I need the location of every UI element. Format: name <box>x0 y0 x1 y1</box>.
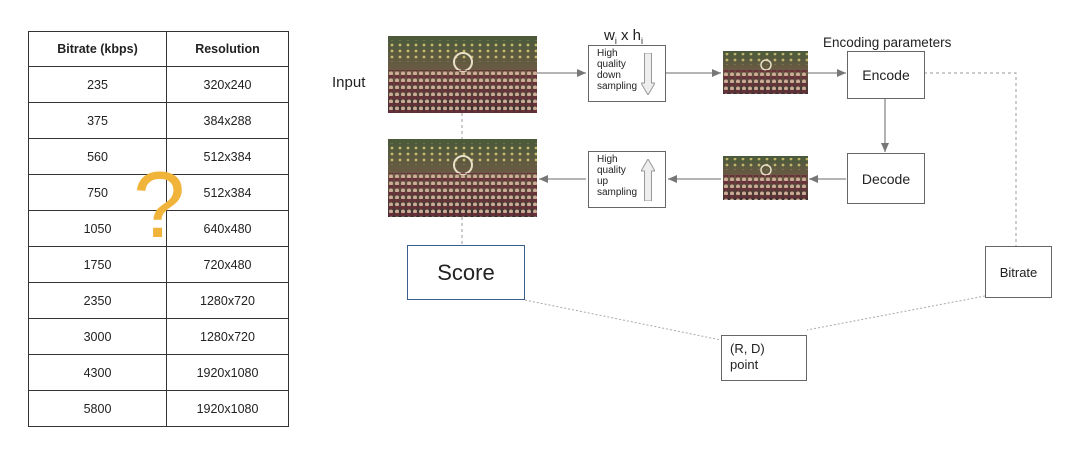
rd-point-line-2: point <box>730 357 759 372</box>
dotted-bitrate-rd-link <box>806 295 986 331</box>
upsampler-line-1: High <box>597 154 618 165</box>
upsampler-line-3: up <box>597 176 609 187</box>
resolution-cell: 512x384 <box>166 138 289 175</box>
downsampled-image-thumbnail <box>723 51 808 94</box>
input-label: Input <box>332 74 366 91</box>
rd-point-box: (R, D) point <box>721 335 807 381</box>
bitrate-cell: 2350 <box>28 282 167 319</box>
bitrate-cell: 560 <box>28 138 167 175</box>
table-row: 2350 1280x720 <box>28 282 289 319</box>
bitrate-box: Bitrate <box>985 246 1052 298</box>
table-row: 3000 1280x720 <box>28 318 289 355</box>
dims-w: w <box>604 27 615 44</box>
table-row: 560 512x384 <box>28 138 289 175</box>
score-box: Score <box>407 245 525 300</box>
upsampler-line-4: sampling <box>597 187 638 198</box>
bitrate-cell: 5800 <box>28 390 167 427</box>
downsampler-line-3: down <box>597 70 621 81</box>
column-header-bitrate: Bitrate (kbps) <box>28 31 167 67</box>
table-row: 4300 1920x1080 <box>28 354 289 391</box>
dims-sub-i2: i <box>641 36 644 46</box>
dims-sub-i1: i <box>614 36 617 46</box>
decoded-image-thumbnail <box>723 156 808 200</box>
down-arrow-icon <box>641 53 655 95</box>
bitrate-cell: 1050 <box>28 210 167 247</box>
table-row: 1750 720x480 <box>28 246 289 283</box>
resolution-cell: 512x384 <box>166 174 289 211</box>
bitrate-cell: 1750 <box>28 246 167 283</box>
resolution-cell: 1920x1080 <box>166 390 289 427</box>
resolution-cell: 720x480 <box>166 246 289 283</box>
downsampler-line-1: High <box>597 48 618 59</box>
upsampling-box: High quality up sampling <box>588 151 666 208</box>
question-mark-overlay: ? <box>133 152 186 257</box>
table-row: 375 384x288 <box>28 102 289 139</box>
encoding-parameters-label: Encoding parameters <box>823 35 952 50</box>
resolution-cell: 384x288 <box>166 102 289 139</box>
dashed-encode-bitrate-link <box>924 72 1017 246</box>
dotted-score-rd-link <box>524 299 722 341</box>
table-row: 750 512x384 <box>28 174 289 211</box>
table-row: 235 320x240 <box>28 66 289 103</box>
dimensions-label: wi x hi <box>604 27 643 46</box>
resolution-cell: 1280x720 <box>166 282 289 319</box>
downsampler-line-4: sampling <box>597 81 638 92</box>
table-row: 1050 640x480 <box>28 210 289 247</box>
bitrate-cell: 3000 <box>28 318 167 355</box>
table-row: 5800 1920x1080 <box>28 390 289 427</box>
dims-xh: x h <box>616 27 642 44</box>
resolution-cell: 1920x1080 <box>166 354 289 391</box>
column-header-resolution: Resolution <box>166 31 289 67</box>
bitrate-cell: 750 <box>28 174 167 211</box>
output-image-thumbnail <box>388 139 537 217</box>
upsampler-line-2: quality <box>597 165 626 176</box>
resolution-cell: 320x240 <box>166 66 289 103</box>
decode-box: Decode <box>847 153 925 204</box>
resolution-cell: 640x480 <box>166 210 289 247</box>
downsampling-box: High quality down sampling <box>588 45 666 102</box>
rd-point-line-1: (R, D) <box>730 341 765 356</box>
table-header-row: Bitrate (kbps) Resolution <box>28 31 289 67</box>
up-arrow-icon <box>641 159 655 201</box>
encode-box: Encode <box>847 51 925 99</box>
input-image-thumbnail <box>388 36 537 113</box>
bitrate-resolution-table: Bitrate (kbps) Resolution 235 320x240 37… <box>28 31 289 427</box>
downsampler-line-2: quality <box>597 59 626 70</box>
